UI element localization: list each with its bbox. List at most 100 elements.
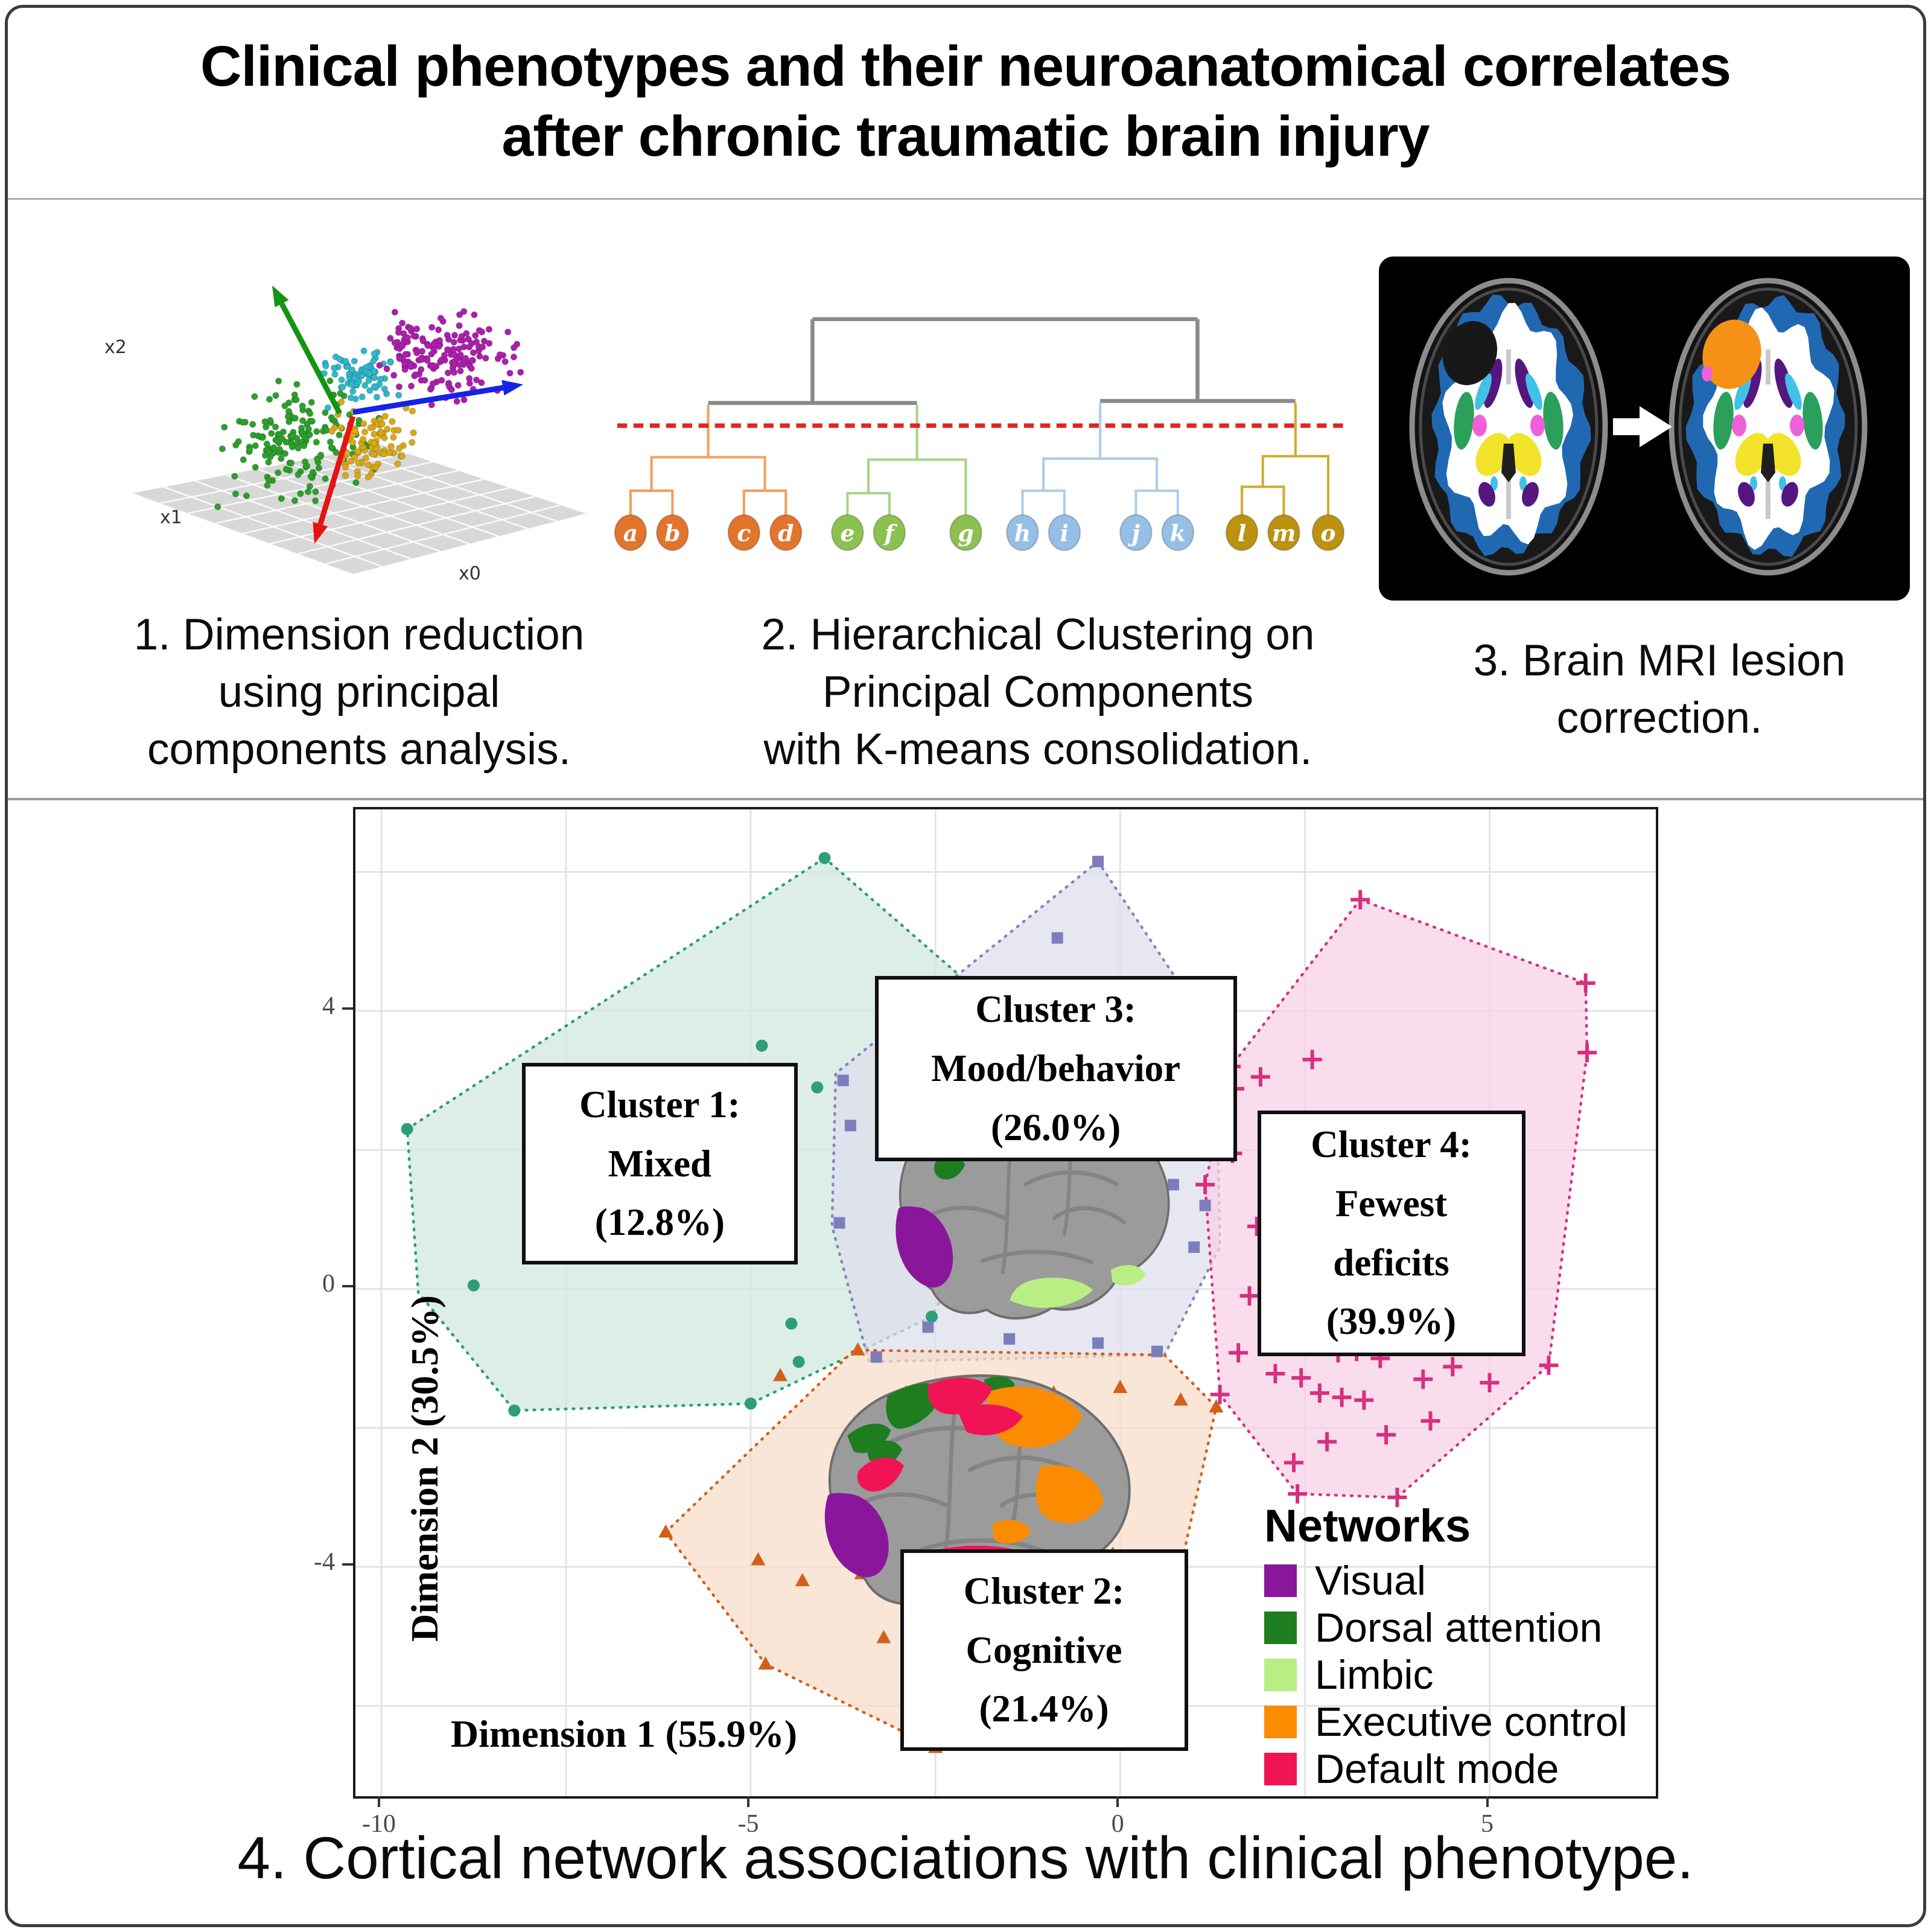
step2-caption: 2. Hierarchical Clustering on Principal C…: [700, 607, 1376, 779]
pca-scatter3d-image: x2 x1 x0: [100, 232, 600, 610]
lesion-dark-area: [1442, 320, 1498, 386]
cluster-label-line: Cluster 3:: [975, 988, 1136, 1031]
legend-label: Limbic: [1315, 1652, 1434, 1698]
x-tick-label: -10: [361, 1810, 396, 1838]
cluster-1-label-box: Cluster 1: Mixed (12.8%): [521, 1063, 798, 1265]
legend-title: Networks: [1264, 1500, 1471, 1552]
legend-swatch: [1264, 1659, 1297, 1692]
dendrogram-leaf-a: a: [614, 514, 647, 552]
cluster-scatter-plot: Dimension 1 (55.9%) Dimension 2 (30.5%) C…: [353, 807, 1658, 1799]
pc-arrow-green: [279, 302, 342, 415]
svg-text:a: a: [623, 520, 638, 546]
legend-label: Dorsal attention: [1315, 1605, 1603, 1651]
legend-item-default-mode: Default mode: [1264, 1745, 1627, 1793]
cluster-label-line: Cluster 4:: [1311, 1123, 1472, 1166]
legend-swatch: [1264, 1612, 1297, 1645]
title-section: Clinical phenotypes and their neuroanato…: [6, 6, 1925, 200]
legend-label: Default mode: [1315, 1746, 1559, 1793]
svg-text:e: e: [840, 520, 854, 546]
x-axis-label: Dimension 1 (55.9%): [450, 1712, 798, 1755]
legend-item-limbic: Limbic: [1264, 1651, 1627, 1698]
svg-text:h: h: [1014, 520, 1031, 546]
dendrogram-leaf-o: o: [1311, 514, 1345, 552]
caption-line: correction.: [1556, 693, 1763, 742]
svg-text:c: c: [737, 520, 751, 546]
cluster-2-label-box: Cluster 2:Cognitive(21.4%): [900, 1549, 1188, 1752]
dendrogram-leaf-i: i: [1048, 514, 1081, 552]
svg-text:b: b: [664, 520, 680, 546]
axial-brain-slice: [1409, 278, 1608, 576]
caption-line: with K-means consolidation.: [763, 724, 1312, 774]
methods-section: [6, 200, 1925, 800]
legend-label: Visual: [1315, 1558, 1427, 1604]
dendrogram-leaf-e: e: [831, 514, 864, 552]
title-line-1: Clinical phenotypes and their neuroanato…: [200, 34, 1731, 99]
svg-text:i: i: [1060, 520, 1069, 546]
title-line-2: after chronic traumatic brain injury: [501, 104, 1430, 168]
legend-item-visual: Visual: [1264, 1557, 1627, 1604]
step1-caption: 1. Dimension reduction using principal com…: [66, 607, 652, 779]
svg-text:o: o: [1320, 520, 1335, 546]
cluster-3-label-box: Cluster 3: Mood/behavior (26.0%): [874, 976, 1237, 1162]
cluster-label-line: (39.9%): [1326, 1300, 1457, 1343]
dendrogram-leaf-m: m: [1267, 514, 1300, 552]
dendrogram-leaf-g: g: [949, 514, 982, 552]
caption-line: 2. Hierarchical Clustering on: [761, 610, 1315, 659]
caption-line: 1. Dimension reduction: [133, 610, 585, 659]
pc-arrow-blue: [352, 385, 504, 415]
x-tick-label: 5: [1481, 1810, 1494, 1838]
caption-line: components analysis.: [147, 724, 571, 774]
cluster-label-line: (12.8%): [594, 1201, 725, 1244]
dendrogram-leaf-f: f: [873, 514, 906, 552]
caption-line: using principal: [218, 667, 500, 716]
legend-swatch: [1264, 1753, 1297, 1786]
pca-floor-plane: [133, 445, 586, 574]
page-title: Clinical phenotypes and their neuroanato…: [200, 32, 1731, 172]
pc-arrow-red: [317, 415, 356, 525]
x-tick-label: -5: [737, 1810, 759, 1838]
legend-item-executive-control: Executive control: [1264, 1698, 1627, 1745]
brain-mri-image: [1379, 257, 1910, 601]
legend-swatch: [1264, 1564, 1297, 1598]
y-axis-label: Dimension 2 (30.5%): [403, 1295, 446, 1642]
pca-points-magenta: [376, 308, 524, 409]
pca-points-green: [214, 377, 383, 511]
step3-caption: 3. Brain MRI lesion correction.: [1400, 633, 1919, 747]
dendrogram-leaf-c: c: [727, 514, 761, 552]
dendrogram-leaf-l: l: [1225, 514, 1259, 552]
legend-label: Executive control: [1315, 1699, 1627, 1745]
pca-x1-label: x1: [160, 507, 182, 528]
dendrogram-leaf-b: b: [656, 514, 689, 552]
legend-item-dorsal-attention: Dorsal attention: [1264, 1604, 1627, 1651]
cluster-label-line: Mixed: [608, 1142, 712, 1185]
y-tick-label: 0: [322, 1270, 335, 1298]
cluster-label-line: Cluster 2:: [963, 1569, 1125, 1612]
step4-caption: 4. Cortical network associations with cl…: [237, 1825, 1694, 1891]
svg-text:g: g: [958, 520, 973, 546]
cluster-label-line: Cluster 1:: [579, 1083, 740, 1126]
dendrogram-leaf-h: h: [1006, 514, 1039, 552]
cluster-label-line: (26.0%): [991, 1106, 1121, 1149]
svg-text:d: d: [778, 520, 794, 546]
svg-text:m: m: [1272, 520, 1296, 546]
cluster-label-line: Fewest: [1335, 1182, 1448, 1225]
cluster-label-line: (21.4%): [979, 1688, 1109, 1730]
x-tick-label: 0: [1111, 1810, 1124, 1838]
svg-text:k: k: [1170, 520, 1186, 546]
axial-brain-slice: [1669, 278, 1868, 576]
y-tick-label: -4: [314, 1548, 335, 1577]
dendrogram-leaf-k: k: [1161, 514, 1195, 552]
dendrogram-leaf-j: j: [1119, 514, 1153, 552]
cluster-label-line: Mood/behavior: [931, 1047, 1181, 1089]
caption-line: 3. Brain MRI lesion: [1473, 636, 1846, 685]
pca-x0-label: x0: [459, 563, 481, 584]
y-tick-label: 4: [322, 992, 335, 1020]
lesion-filled-orange: [1702, 319, 1761, 389]
pca-x2-label: x2: [104, 337, 127, 358]
caption-line: Principal Components: [822, 667, 1254, 716]
svg-text:l: l: [1238, 520, 1246, 546]
